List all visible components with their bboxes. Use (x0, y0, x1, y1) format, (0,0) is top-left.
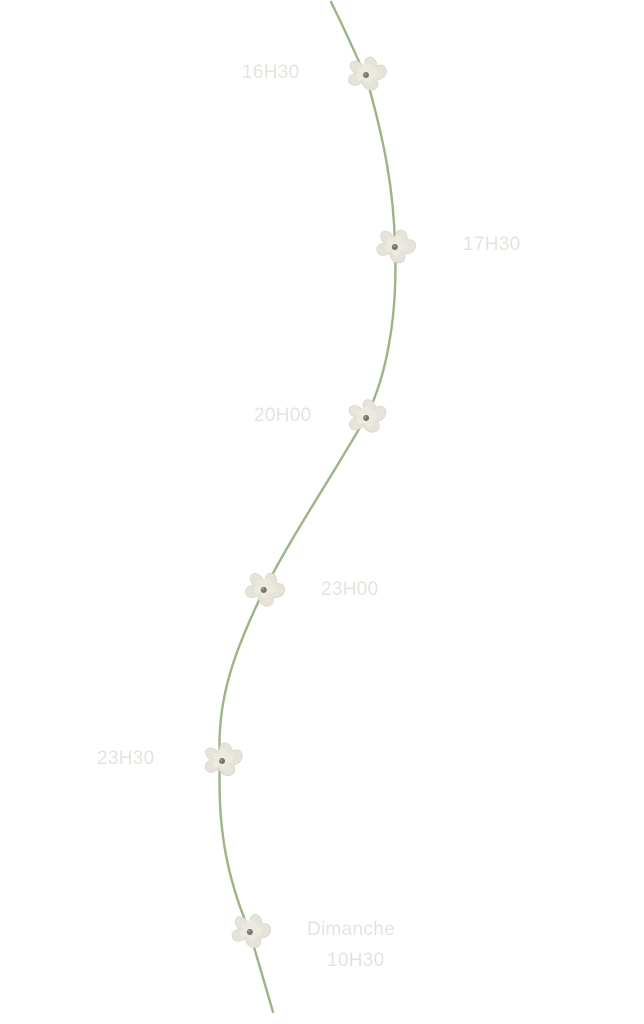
flower-icon (374, 225, 419, 266)
flower-icon (202, 740, 245, 779)
timeline-stem (218, 0, 397, 1014)
event-time: 10H30 (327, 950, 385, 971)
event-time: 20H00 (254, 405, 312, 426)
event-time: 23H30 (97, 748, 155, 769)
flower-icon (230, 911, 273, 950)
flower-icon (345, 396, 389, 436)
timeline-event: 20H00 (254, 396, 389, 436)
flower-icon (348, 56, 387, 91)
flower-icon (242, 567, 289, 611)
event-day: Dimanche (307, 919, 395, 940)
event-time: 17H30 (463, 234, 521, 255)
timeline-event: 23H30 (97, 740, 245, 779)
timeline-event: Dimanche 10H30 (230, 911, 395, 971)
timeline-event: 16H30 (242, 56, 387, 91)
event-time: 16H30 (242, 62, 300, 83)
timeline-event: 23H00 (242, 567, 379, 611)
timeline-event: 17H30 (374, 225, 521, 266)
event-time: 23H00 (321, 579, 379, 600)
